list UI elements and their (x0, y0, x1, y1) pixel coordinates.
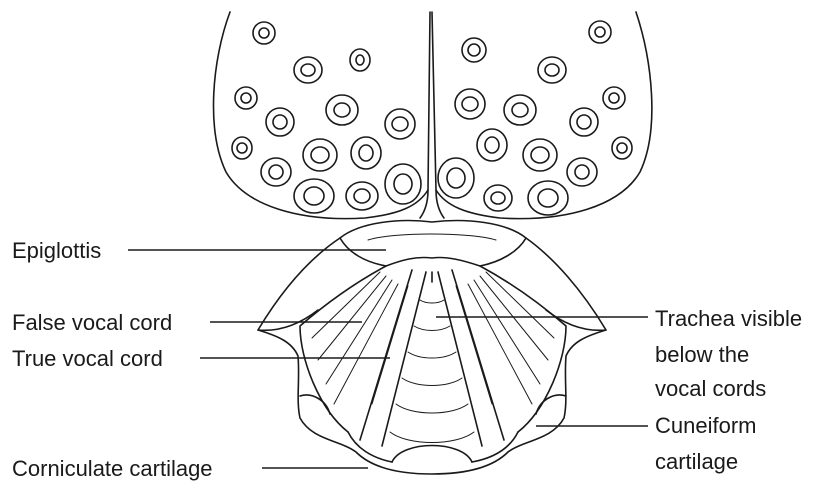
trachea-label-line-1: Trachea visible (655, 305, 802, 332)
cuneiform-label-line-2: cartilage (655, 448, 738, 475)
true-vocal-cord-label: True vocal cord (12, 345, 163, 372)
corniculate-cartilage-label: Corniculate cartilage (12, 455, 213, 482)
lingual-tonsil-follicles (232, 21, 632, 215)
false-vocal-cords (300, 266, 566, 432)
cuneiform-label-line-1: Cuneiform (655, 412, 756, 439)
trachea-label-line-3: vocal cords (655, 375, 766, 402)
posterior-cartilages (300, 395, 566, 462)
leader-lines (128, 250, 648, 468)
epiglottis-shape (340, 221, 526, 266)
false-vocal-cord-label: False vocal cord (12, 309, 172, 336)
trachea-label-line-2: below the (655, 341, 749, 368)
epiglottis-label: Epiglottis (12, 237, 101, 264)
